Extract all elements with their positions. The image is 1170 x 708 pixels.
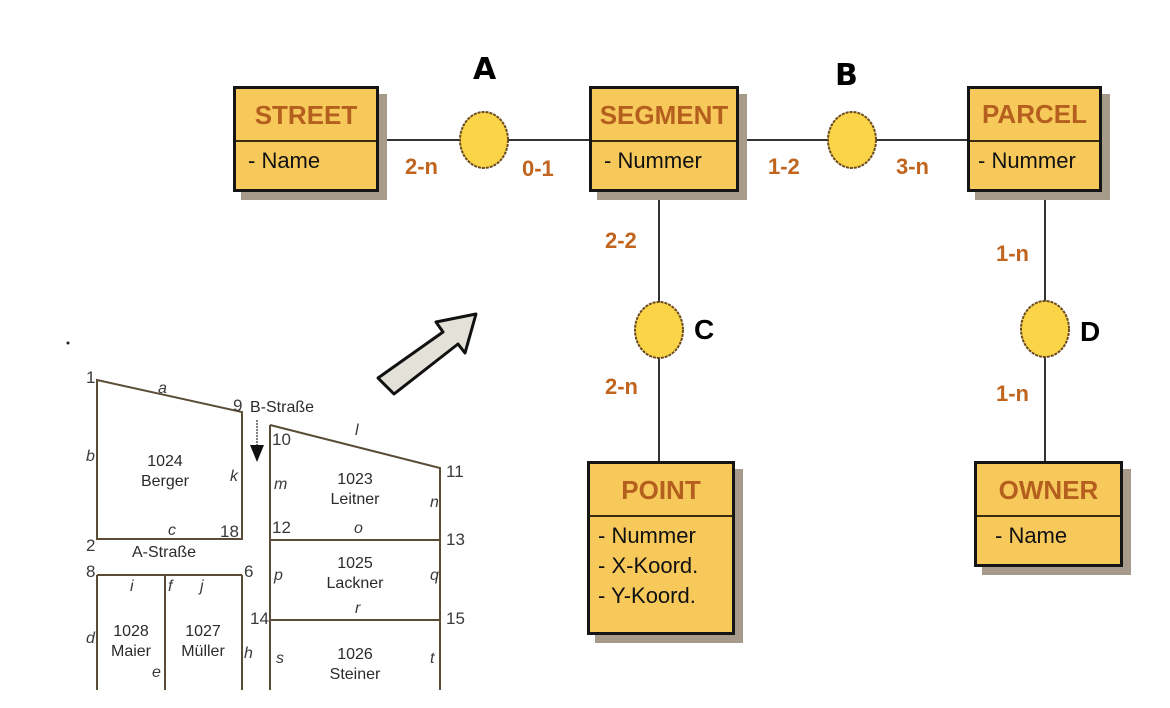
point-number: 2 xyxy=(86,536,96,555)
entity-attribute: - Nummer xyxy=(978,148,1076,173)
cardinality-c-point: 2-n xyxy=(605,374,638,399)
point-number: 14 xyxy=(250,609,269,628)
point-number: 1 xyxy=(86,368,96,387)
point-number: 18 xyxy=(220,522,239,541)
point-number: 6 xyxy=(244,562,254,581)
parcel-number: 1025 xyxy=(337,555,373,572)
street-label-b: B-Straße xyxy=(250,399,315,416)
entity-attribute: - Name xyxy=(995,523,1068,548)
point-number: 11 xyxy=(446,462,464,481)
entity-attribute: - Nummer xyxy=(598,523,696,548)
point-number: 12 xyxy=(272,518,291,537)
entity-segment-title: SEGMENT xyxy=(592,89,736,142)
parcel-number: 1027 xyxy=(185,623,221,640)
parcel-1027: 1027 Müller xyxy=(168,622,238,662)
segment-letter: i xyxy=(130,578,134,595)
entity-parcel[interactable]: PARCEL - Nummer xyxy=(967,86,1102,192)
entity-segment[interactable]: SEGMENT - Nummer xyxy=(589,86,739,192)
relationship-d-label: D xyxy=(1080,316,1101,347)
street-label-a: A-Straße xyxy=(132,544,197,561)
segment-letter: q xyxy=(430,567,439,584)
segment-letter: e xyxy=(152,664,161,681)
point-number: 9 xyxy=(233,396,243,415)
parcel-owner: Berger xyxy=(140,473,190,490)
entity-attribute: - Name xyxy=(248,148,321,173)
segment-letter: o xyxy=(354,520,363,537)
street-direction-arrow-icon xyxy=(250,420,264,462)
segment-letter: n xyxy=(430,494,439,511)
segment-letter: j xyxy=(200,578,204,595)
segment-letter: t xyxy=(430,650,435,667)
relationship-a-circle[interactable] xyxy=(459,111,509,169)
entity-street[interactable]: STREET - Name xyxy=(233,86,379,192)
segment-letter: m xyxy=(274,476,288,493)
segment-letter: b xyxy=(86,448,95,465)
cardinality-d-parcel: 1-n xyxy=(996,241,1029,266)
relationship-d-circle[interactable] xyxy=(1020,300,1070,358)
parcel-owner: Leitner xyxy=(330,491,380,508)
entity-parcel-title: PARCEL xyxy=(970,89,1099,142)
point-number: 13 xyxy=(446,530,465,549)
segment-letter: s xyxy=(276,650,284,667)
entity-owner-title: OWNER xyxy=(977,464,1120,517)
parcel-owner: Lackner xyxy=(326,575,384,592)
relationship-b-label: B xyxy=(835,58,858,93)
segment-letter: d xyxy=(86,630,95,647)
parcel-number: 1026 xyxy=(337,646,373,663)
relationship-a-label: A xyxy=(473,52,497,87)
segment-letter: r xyxy=(355,600,361,617)
parcel-owner: Maier xyxy=(110,643,151,660)
segment-letter: c xyxy=(168,522,176,539)
segment-letter: l xyxy=(355,422,359,439)
parcel-number: 1024 xyxy=(147,453,183,470)
segment-letter: h xyxy=(244,645,253,662)
segment-letter: p xyxy=(274,567,283,584)
parcel-number: 1023 xyxy=(337,471,373,488)
parcel-owner: Müller xyxy=(181,643,225,660)
entity-attribute: - X-Koord. xyxy=(598,553,699,578)
entity-owner[interactable]: OWNER - Name xyxy=(974,461,1123,567)
entity-point[interactable]: POINT - Nummer - X-Koord. - Y-Koord. xyxy=(587,461,735,635)
point-number: 8 xyxy=(86,562,96,581)
entity-point-title: POINT xyxy=(590,464,732,517)
parcel-1026: 1026 Steiner xyxy=(315,645,395,685)
point-number: 10 xyxy=(272,430,291,449)
parcel-1024: 1024 Berger xyxy=(130,452,200,492)
cadastral-map-lines xyxy=(96,378,441,690)
parcel-1025: 1025 Lackner xyxy=(315,554,395,594)
parcel-1023: 1023 Leitner xyxy=(315,470,395,510)
map-dot xyxy=(66,341,70,345)
segment-letter: a xyxy=(158,380,167,397)
cardinality-b-segment: 1-2 xyxy=(768,154,800,179)
segment-letter: f xyxy=(168,578,173,595)
cardinality-a-segment: 0-1 xyxy=(522,156,554,181)
parcel-number: 1028 xyxy=(113,623,149,640)
point-number: 15 xyxy=(446,609,465,628)
parcel-1028: 1028 Maier xyxy=(100,622,162,662)
relationship-c-label: C xyxy=(694,314,715,345)
arrow-icon xyxy=(376,312,478,396)
relationship-c-circle[interactable] xyxy=(634,301,684,359)
cardinality-a-street: 2-n xyxy=(405,154,438,179)
relationship-b-circle[interactable] xyxy=(827,111,877,169)
segment-letter: k xyxy=(230,468,238,485)
cardinality-b-parcel: 3-n xyxy=(896,154,929,179)
entity-attribute: - Nummer xyxy=(604,148,702,173)
entity-street-title: STREET xyxy=(236,89,376,142)
cardinality-c-segment: 2-2 xyxy=(605,228,637,253)
parcel-owner: Steiner xyxy=(329,666,381,683)
cardinality-d-owner: 1-n xyxy=(996,381,1029,406)
entity-attribute: - Y-Koord. xyxy=(598,583,696,608)
